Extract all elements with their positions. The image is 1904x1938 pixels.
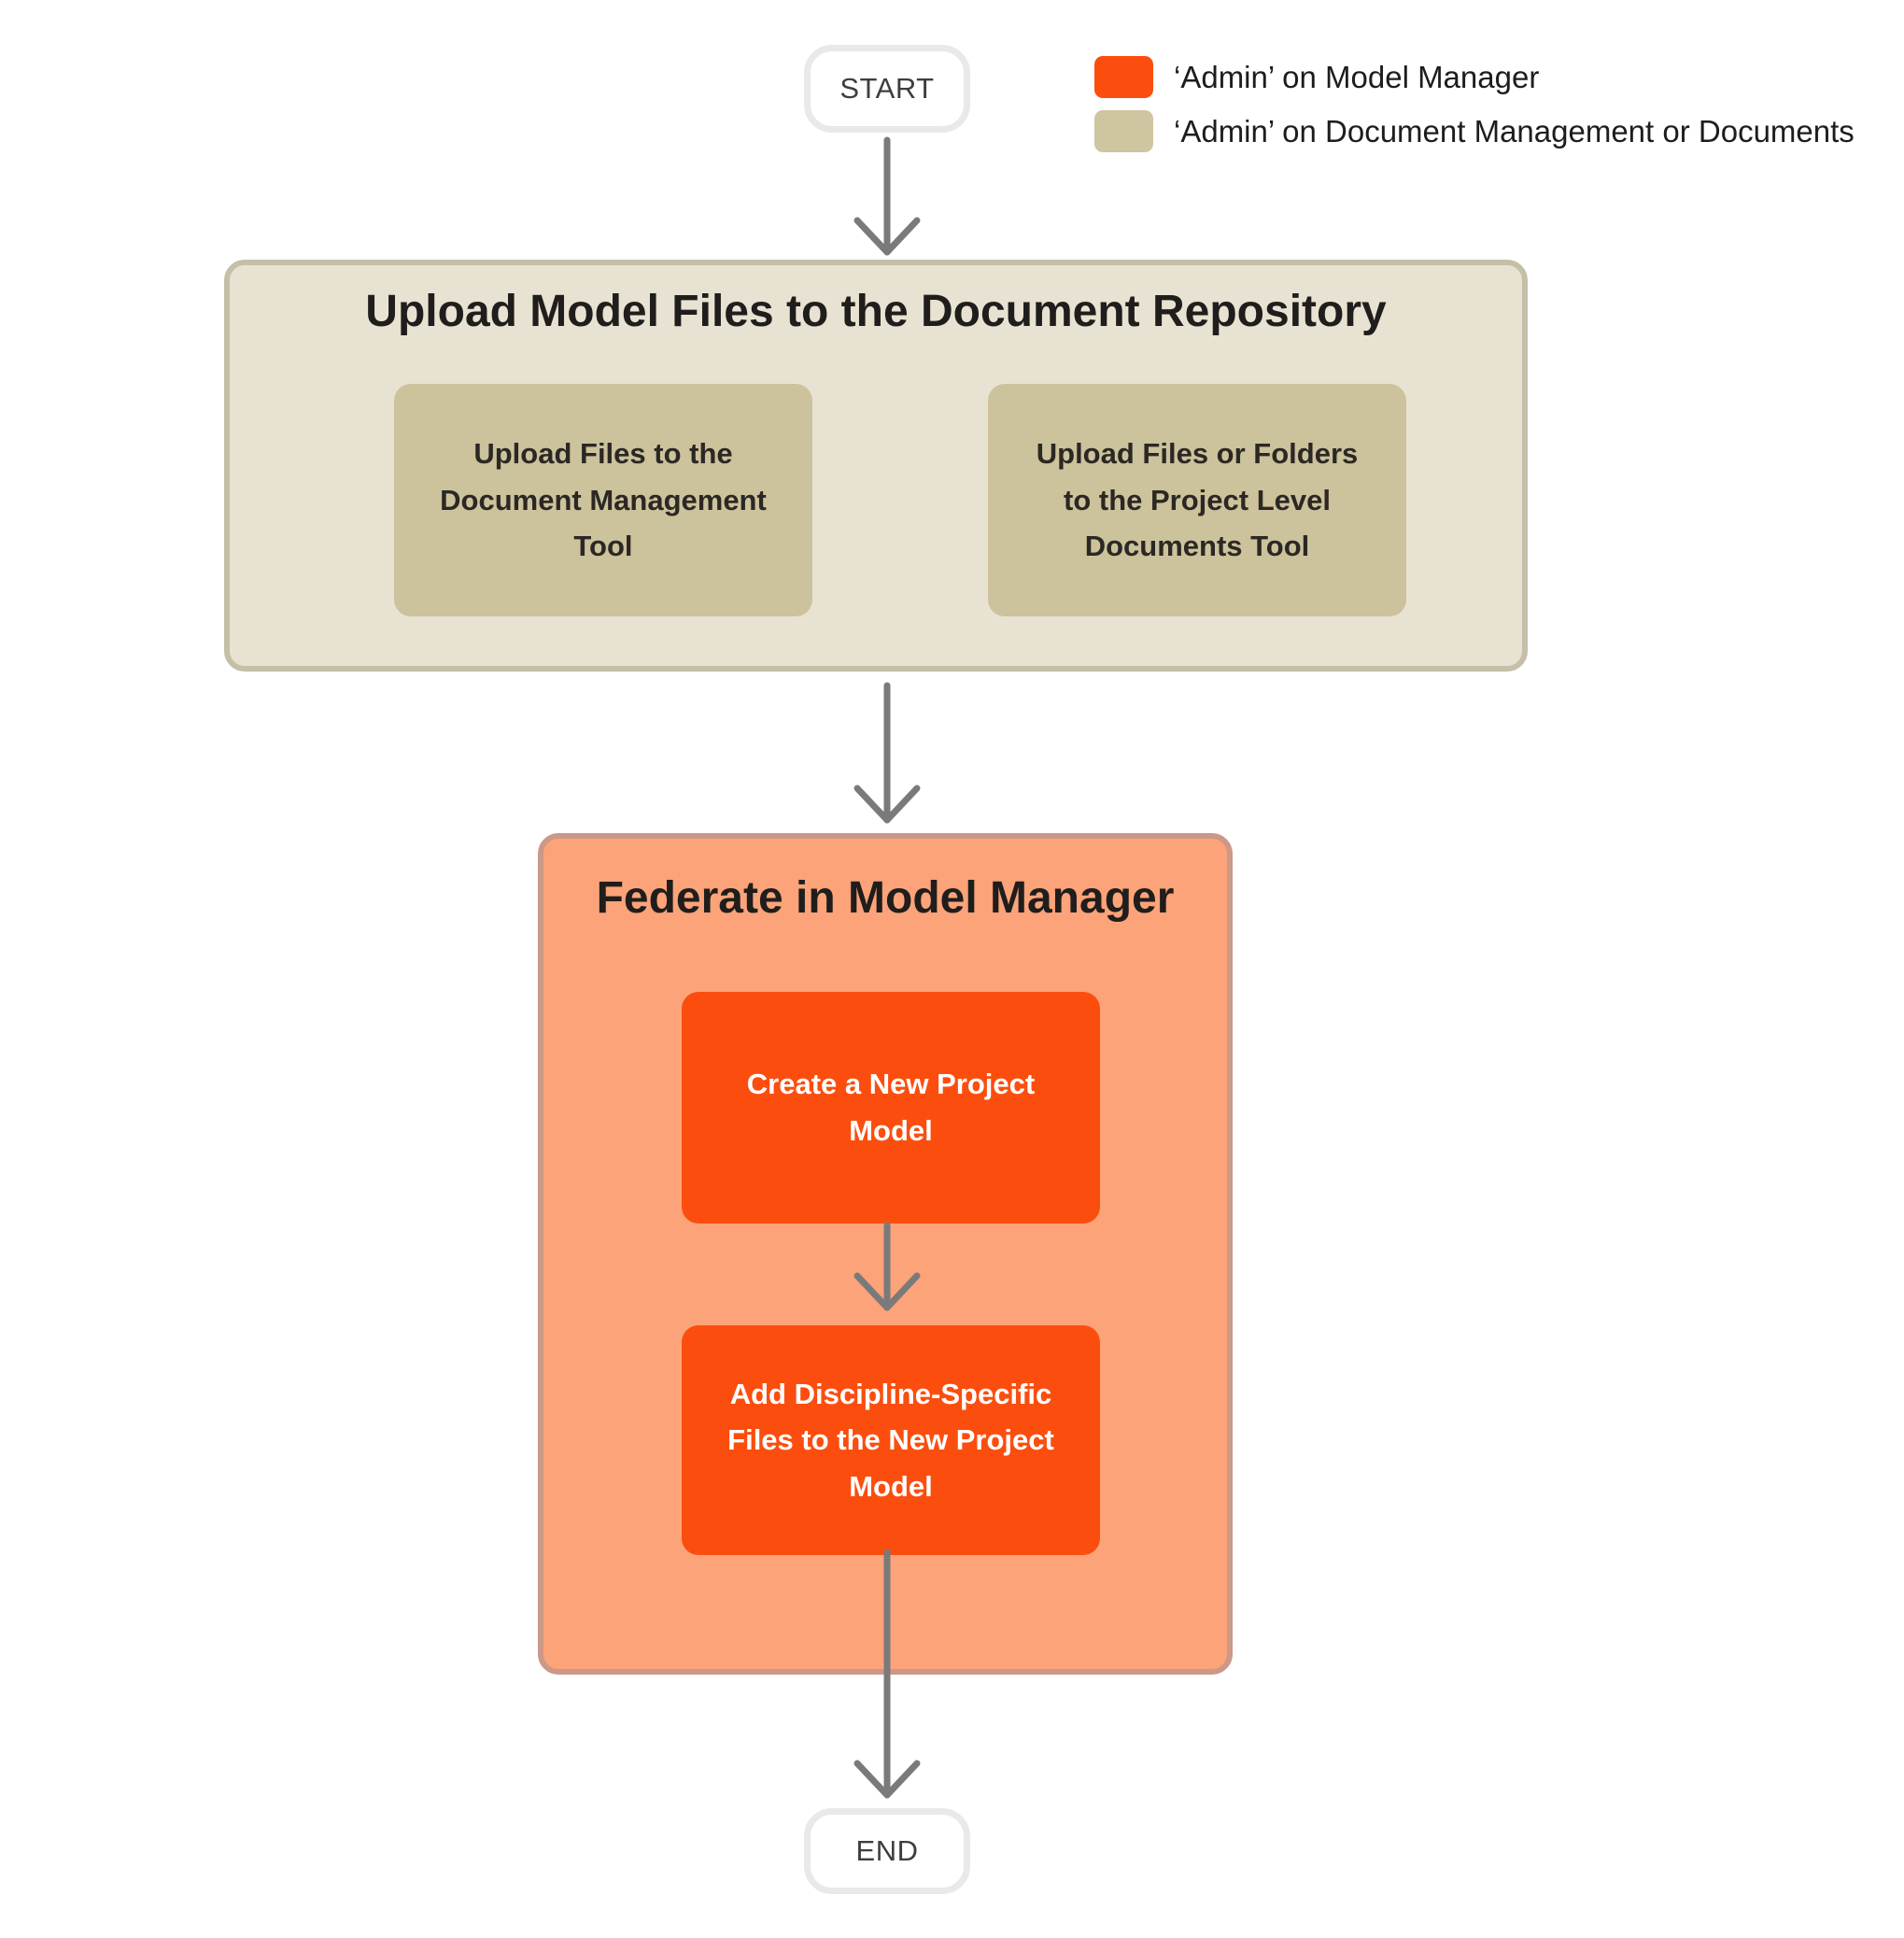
step-upload-files-folders-documents-tool: Upload Files or Folders to the Project L… xyxy=(988,384,1406,616)
arrow-upload-to-federate xyxy=(853,682,921,824)
step-label: Upload Files to the Document Management … xyxy=(440,437,767,563)
legend-item-document-management: ‘Admin’ on Document Management or Docume… xyxy=(1094,110,1855,152)
group-upload-title: Upload Model Files to the Document Repos… xyxy=(365,287,1387,336)
step-label: Upload Files or Folders to the Project L… xyxy=(1036,437,1359,563)
start-node: START xyxy=(804,45,970,133)
step-upload-files-document-management: Upload Files to the Document Management … xyxy=(394,384,812,616)
end-node-label: END xyxy=(855,1834,919,1867)
start-node-label: START xyxy=(839,72,935,105)
group-federate-model-manager: Federate in Model Manager Create a New P… xyxy=(538,833,1233,1675)
legend-swatch-tan xyxy=(1094,110,1153,152)
end-node: END xyxy=(804,1808,970,1894)
legend-label: ‘Admin’ on Model Manager xyxy=(1174,59,1540,94)
legend-swatch-orange xyxy=(1094,56,1153,98)
step-create-new-project-model: Create a New Project Model xyxy=(682,992,1100,1224)
legend-label: ‘Admin’ on Document Management or Docume… xyxy=(1174,113,1855,149)
step-label: Create a New Project Model xyxy=(746,1068,1036,1147)
step-label: Add Discipline-Specific Files to the New… xyxy=(727,1377,1054,1503)
group-federate-title: Federate in Model Manager xyxy=(596,873,1175,923)
legend: ‘Admin’ on Model Manager ‘Admin’ on Docu… xyxy=(1094,56,1855,164)
arrow-start-to-upload xyxy=(853,136,921,256)
step-add-discipline-specific-files: Add Discipline-Specific Files to the New… xyxy=(682,1325,1100,1555)
legend-item-model-manager: ‘Admin’ on Model Manager xyxy=(1094,56,1855,98)
group-upload-repository: Upload Model Files to the Document Repos… xyxy=(224,260,1528,672)
